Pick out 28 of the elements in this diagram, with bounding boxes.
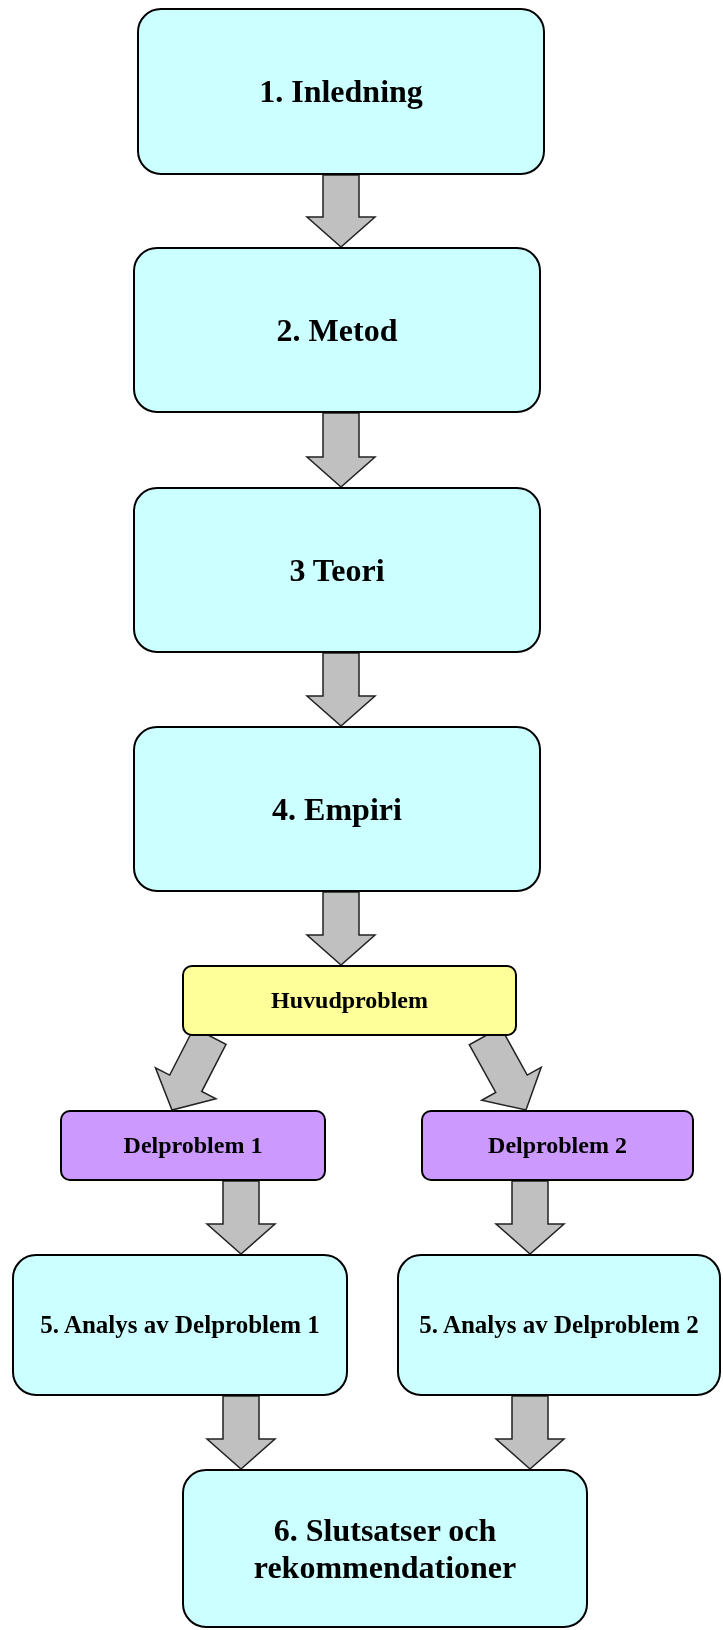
process-box [397, 1254, 721, 1396]
process-box [137, 8, 545, 175]
process-box [133, 726, 541, 892]
block-arrow [494, 1180, 566, 1255]
subproblem-box [60, 1110, 326, 1181]
node-label: 4. Empiri [272, 790, 402, 828]
block-arrow [305, 652, 377, 727]
block-arrow [305, 174, 377, 248]
node-label: 6. Slutsatser och rekommendationer [252, 1511, 518, 1586]
node-label: Huvudproblem [271, 987, 428, 1014]
block-arrow [305, 891, 377, 966]
block-arrow [205, 1180, 277, 1255]
node-label: 2. Metod [276, 311, 398, 349]
node-label: Delproblem 2 [488, 1132, 627, 1159]
process-box [182, 1469, 588, 1628]
node-label: 1. Inledning [259, 73, 423, 110]
process-box [12, 1254, 348, 1396]
process-box [133, 487, 541, 653]
block-arrow [205, 1395, 277, 1470]
process-box [133, 247, 541, 413]
node-label: 5. Analys av Delproblem 1 [40, 1311, 320, 1339]
main-problem-box [182, 965, 517, 1036]
node-label: 3 Teori [289, 551, 385, 589]
node-label: 5. Analys av Delproblem 2 [419, 1311, 699, 1339]
block-arrow [305, 412, 377, 488]
block-arrow [494, 1395, 566, 1470]
subproblem-box [421, 1110, 694, 1181]
node-label: Delproblem 1 [123, 1132, 263, 1159]
